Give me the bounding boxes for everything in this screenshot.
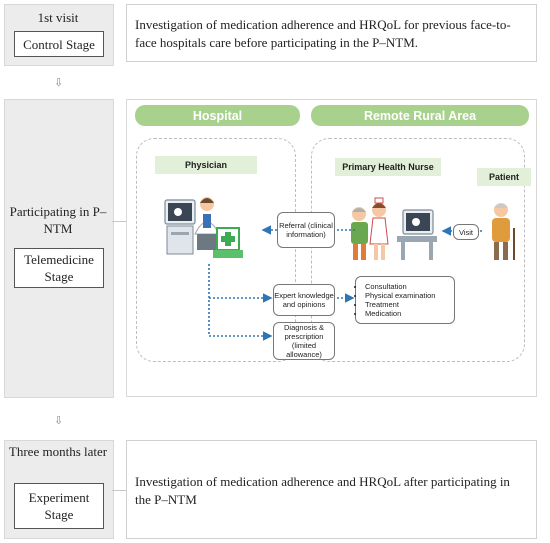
- patient-label: Patient: [477, 168, 531, 186]
- hospital-region: [136, 138, 296, 362]
- diagnosis-box: Diagnosis & prescription (limited allowa…: [273, 322, 335, 360]
- stage-2-label: Participating in P–NTM: [9, 204, 107, 236]
- service-item: Consultation: [365, 282, 435, 291]
- stage-3-label: Three months later: [8, 444, 108, 459]
- service-item: Medication: [365, 309, 435, 318]
- stage-2-box: Telemedicine Stage: [14, 248, 104, 288]
- services-list: Consultation Physical examination Treatm…: [356, 282, 435, 318]
- down-arrow-1: ⇩: [54, 76, 64, 89]
- services-box: Consultation Physical examination Treatm…: [355, 276, 455, 324]
- hospital-header: Hospital: [135, 105, 300, 126]
- referral-box: Referral (clinical information): [277, 212, 335, 248]
- stage-1-description: Investigation of medication adherence an…: [126, 4, 537, 62]
- service-item: Treatment: [365, 300, 435, 309]
- nurse-illustration: [351, 197, 437, 260]
- physician-illustration: [164, 197, 243, 258]
- patient-illustration: [492, 203, 515, 260]
- rural-area-header: Remote Rural Area: [311, 105, 529, 126]
- visit-box: Visit: [453, 224, 479, 240]
- stage-3-connector: [112, 490, 126, 491]
- stage-3-description: Investigation of medication adherence an…: [126, 440, 537, 539]
- telemedicine-diagram: Hospital Remote Rural Area Physician Pri…: [126, 99, 537, 397]
- down-arrow-2: ⇩: [54, 414, 64, 427]
- stage-1-label: 1st visit: [37, 10, 79, 25]
- physician-label: Physician: [155, 156, 257, 174]
- nurse-label: Primary Health Nurse: [335, 158, 441, 176]
- expert-opinion-box: Expert knowledge and opinions: [273, 284, 335, 316]
- stage-connector: [112, 221, 126, 222]
- stage-3-box: Experiment Stage: [14, 483, 104, 529]
- stage-1-box: Control Stage: [14, 31, 104, 57]
- service-item: Physical examination: [365, 291, 435, 300]
- rural-region: [311, 138, 525, 362]
